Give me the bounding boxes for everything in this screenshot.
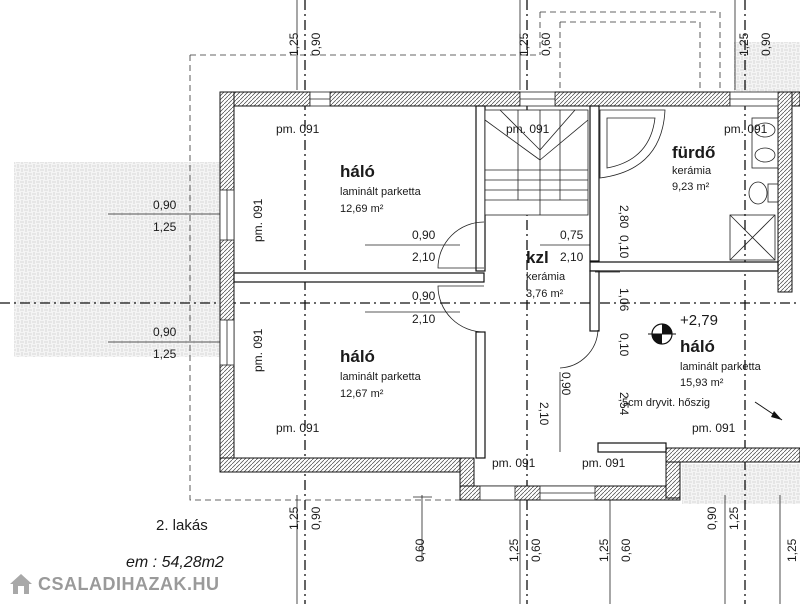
inner-walls	[233, 105, 779, 459]
room-name-bedroom-1: háló	[340, 162, 375, 181]
pm-label: pm. 091	[692, 421, 736, 435]
level-marker	[648, 323, 676, 345]
dimension-label: 1,25	[597, 538, 611, 562]
dimension-label: 1,25	[517, 32, 531, 56]
pm-label: pm. 091	[276, 421, 320, 435]
room-area-bedroom-3: 15,93 m²	[680, 377, 724, 389]
dimension-label: 0,75	[560, 228, 584, 242]
door-swings	[437, 221, 620, 452]
room-floor-bathroom: kerámia	[672, 165, 712, 177]
room-name-bedroom-2: háló	[340, 347, 375, 366]
dimension-label: 0,60	[619, 538, 633, 562]
room-area-hallway: 3,76 m²	[526, 288, 564, 300]
room-area-bedroom-2: 12,67 m²	[340, 388, 384, 400]
room-name-bathroom: fürdő	[672, 143, 715, 162]
dimension-label: 0,90	[412, 289, 436, 303]
dimension-label: 1,25	[737, 32, 751, 56]
dimension-label: 1,25	[507, 538, 521, 562]
dimension-label: 2,80	[617, 205, 631, 229]
dimension-label: 0,10	[617, 333, 631, 357]
room-area-bedroom-1: 12,69 m²	[340, 203, 384, 215]
dimension-label: 0,10	[617, 235, 631, 259]
room-area-bathroom: 9,23 m²	[672, 181, 710, 193]
dimension-label: 1,25	[785, 538, 799, 562]
watermark-logo: CSALADIHAZAK.HU	[6, 570, 228, 598]
windows	[219, 91, 779, 501]
room-floor-bedroom-2: laminált parketta	[340, 371, 422, 383]
sinks	[751, 117, 779, 169]
outer-walls	[219, 91, 800, 501]
dimension-label: 0,60	[413, 538, 427, 562]
room-name-bedroom-3: háló	[680, 337, 715, 356]
floor-area: em : 54,28m2	[126, 554, 224, 571]
dimension-label: 2,54	[617, 392, 631, 416]
dimension-label: 2,10	[412, 312, 436, 326]
level-mark: +2,79	[680, 312, 718, 329]
dimension-label: 1,25	[287, 506, 301, 530]
bathtub	[599, 109, 666, 179]
room-floor-bedroom-1: laminált parketta	[340, 186, 422, 198]
dimension-label: 1,06	[617, 288, 631, 312]
pm-label-vertical: pm. 091	[251, 198, 265, 242]
pm-label: pm. 091	[492, 456, 536, 470]
pm-label: pm. 091	[582, 456, 626, 470]
dimension-label: 0,90	[759, 32, 773, 56]
dimension-label: 0,90	[705, 506, 719, 530]
dimension-label: 1,25	[153, 347, 177, 361]
dimension-label: 0,60	[529, 538, 543, 562]
pm-label: pm. 091	[276, 122, 320, 136]
dimension-label: 1,25	[727, 506, 741, 530]
pm-label-vertical: pm. 091	[251, 328, 265, 372]
terrace-bottom-right	[682, 464, 800, 504]
staircase	[484, 109, 589, 216]
dimension-label: 0,90	[559, 372, 573, 396]
room-floor-bedroom-3: laminált parketta	[680, 361, 762, 373]
dimension-label: 0,90	[309, 32, 323, 56]
room-name-hallway: kzl	[526, 248, 549, 267]
terrace-left	[14, 162, 222, 357]
dimension-label: 0,90	[153, 325, 177, 339]
dimension-label: 2,10	[560, 250, 584, 264]
room-floor-hallway: kerámia	[526, 271, 566, 283]
dimension-label: 1,25	[153, 220, 177, 234]
roof-outline	[189, 54, 540, 501]
dimension-label: 2,10	[412, 250, 436, 264]
dimension-label: 1,25	[287, 32, 301, 56]
insulation-note: 5cm dryvit. hőszig	[622, 397, 710, 409]
pm-label: pm. 091	[724, 122, 768, 136]
house-icon	[10, 574, 32, 594]
shower	[729, 214, 776, 261]
pm-label: pm. 091	[506, 122, 550, 136]
dimension-label: 0,60	[539, 32, 553, 56]
watermark-text: CSALADIHAZAK.HU	[38, 573, 220, 594]
dimension-label: 0,90	[309, 506, 323, 530]
dimension-label: 2,10	[537, 402, 551, 426]
dimension-lines	[108, 0, 781, 604]
dimension-label: 0,90	[153, 198, 177, 212]
unit-title: 2. lakás	[156, 517, 208, 534]
toilet	[748, 181, 779, 205]
dimension-label: 0,90	[412, 228, 436, 242]
